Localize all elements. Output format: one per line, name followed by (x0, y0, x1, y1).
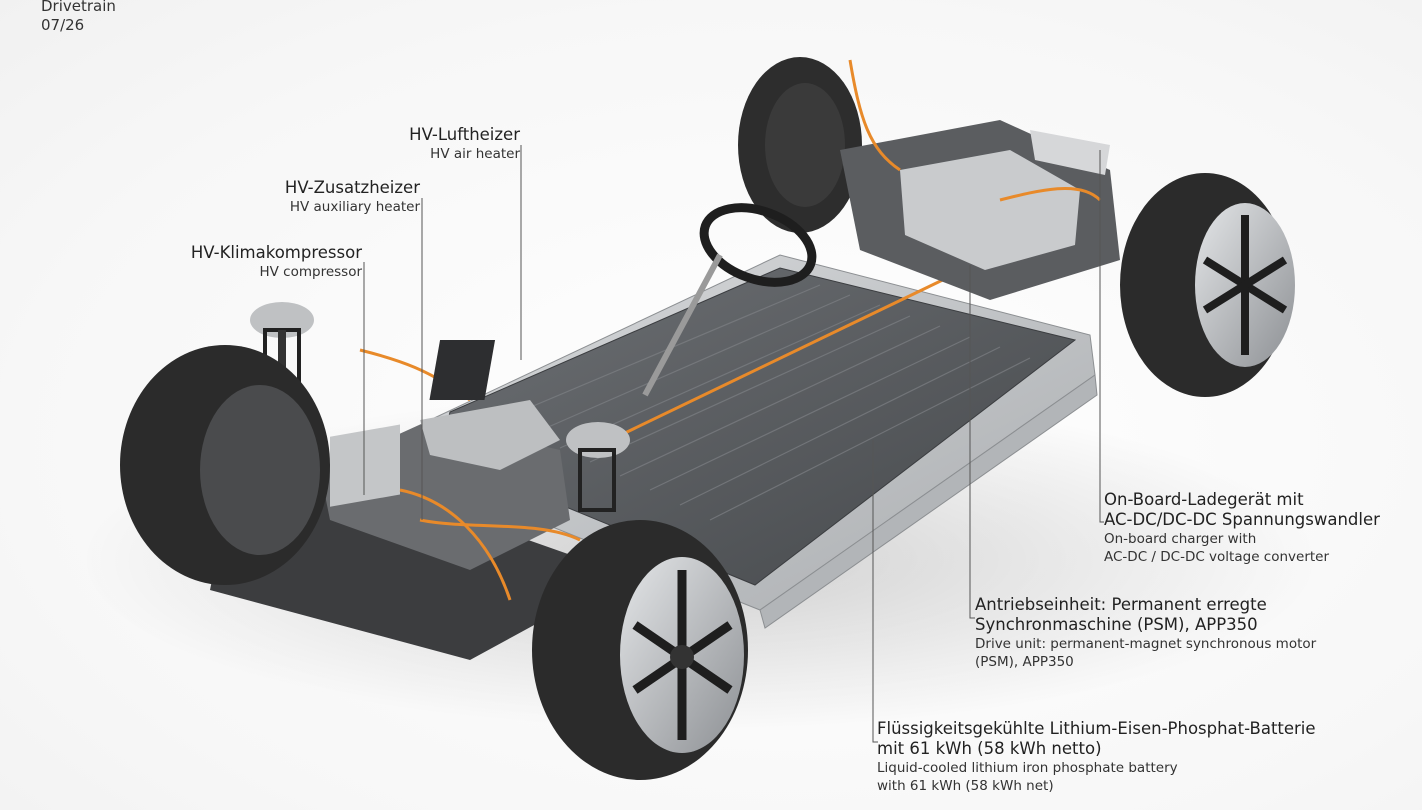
hv-cable (599, 260, 981, 447)
wheel-rear-right (1120, 173, 1295, 397)
label-drive-unit-en-1: Drive unit: permanent-magnet synchronous… (975, 636, 1317, 652)
label-battery: Flüssigkeitsgekühlte Lithium-Eisen-Phosp… (877, 719, 1397, 795)
leader-drive-unit (969, 265, 975, 619)
label-battery-en-1: Liquid-cooled lithium iron phosphate bat… (877, 760, 1178, 776)
label-drive-unit: Antriebseinheit: Permanent erregte Synch… (975, 595, 1395, 671)
label-charger-de-2: AC-DC/DC-DC Spannungswandler (1104, 510, 1380, 529)
front-right-strut (566, 422, 630, 512)
header-title: Drivetrain (41, 0, 116, 15)
rear-drive-unit (840, 59, 1120, 300)
label-battery-de-1: Flüssigkeitsgekühlte Lithium-Eisen-Phosp… (877, 719, 1316, 738)
label-air-heater: HV-Luftheizer HV air heater (390, 125, 520, 163)
leader-battery (872, 440, 878, 743)
wheel-rear-left (738, 57, 862, 233)
label-air-heater-en: HV air heater (430, 146, 520, 162)
battery-cooling-lines (499, 284, 1031, 521)
label-aux-heater: HV-Zusatzheizer HV auxiliary heater (260, 178, 420, 216)
label-charger: On-Board-Ladegerät mit AC-DC/DC-DC Spann… (1104, 490, 1404, 566)
label-air-heater-de: HV-Luftheizer (409, 125, 520, 144)
label-battery-en-2: with 61 kWh (58 kWh net) (877, 778, 1054, 794)
label-drive-unit-de-2: Synchronmaschine (PSM), APP350 (975, 615, 1258, 634)
label-charger-en-1: On-board charger with (1104, 531, 1257, 547)
label-aux-heater-en: HV auxiliary heater (289, 199, 420, 215)
label-drive-unit-en-2: (PSM), APP350 (975, 654, 1074, 670)
label-charger-de-1: On-Board-Ladegerät mit (1104, 490, 1304, 509)
steering-wheel (642, 203, 817, 397)
page-header: Drivetrain 07/26 (41, 0, 116, 35)
label-compressor: HV-Klimakompressor HV compressor (170, 243, 362, 281)
label-compressor-de: HV-Klimakompressor (190, 243, 362, 262)
label-charger-en-2: AC-DC / DC-DC voltage converter (1104, 549, 1330, 565)
wheel-front-left (120, 345, 330, 585)
tray-edge (759, 374, 1098, 629)
label-battery-de-2: mit 61 kWh (58 kWh netto) (877, 739, 1102, 758)
wheel-front-right (532, 520, 748, 780)
header-page-number: 07/26 (41, 16, 85, 34)
label-aux-heater-de: HV-Zusatzheizer (284, 178, 420, 197)
leader-lines (363, 145, 1104, 743)
label-compressor-en: HV compressor (259, 264, 362, 280)
label-drive-unit-de-1: Antriebseinheit: Permanent erregte (975, 595, 1267, 614)
leader-charger (1099, 150, 1104, 523)
